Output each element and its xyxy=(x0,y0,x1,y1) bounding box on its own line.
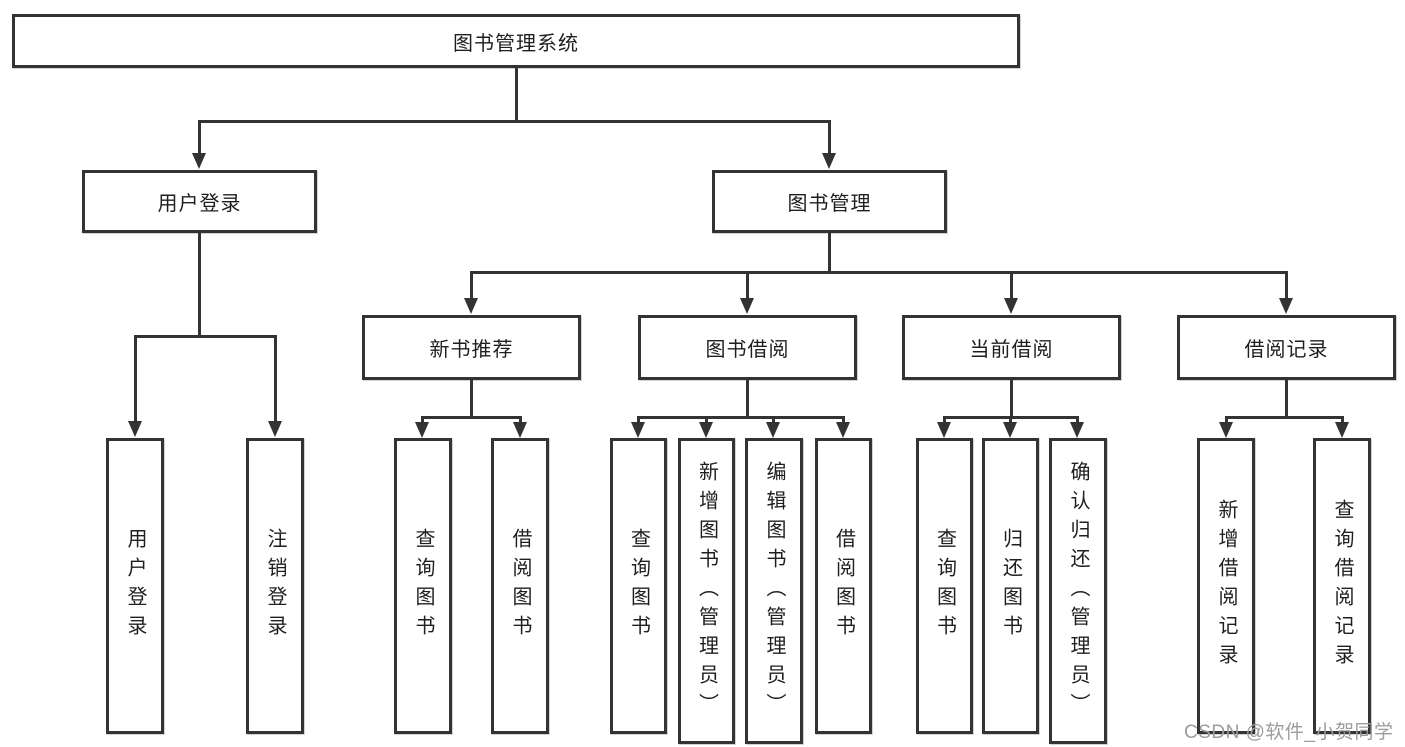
connector-to-leaf xyxy=(943,416,946,423)
connector-to-level3 xyxy=(470,271,473,298)
leaf-borrow-books-recommend: 借阅图书 xyxy=(491,438,549,734)
connector-to-level3 xyxy=(746,271,749,298)
leaf-edit-books-admin: 编辑图书（管理员） xyxy=(745,438,803,744)
connector-to-leaf xyxy=(772,416,775,423)
leaf-query-books-recommend: 查询图书 xyxy=(394,438,452,734)
connector-borrowing-stem xyxy=(746,380,749,416)
leaf-query-borrow-record: 查询借阅记录 xyxy=(1313,438,1371,734)
leaf-return-books: 归还图书 xyxy=(982,438,1039,734)
connector-to-leaf xyxy=(519,416,522,423)
connector-to-leaf xyxy=(1341,416,1344,423)
node-user-login: 用户登录 xyxy=(82,170,317,233)
leaf-label: 用户登录 xyxy=(124,528,146,644)
connector-current-stem xyxy=(1010,380,1013,416)
leaf-label: 查询图书 xyxy=(627,528,650,644)
leaf-label: 查询借阅记录 xyxy=(1331,499,1353,673)
leaf-user-login: 用户登录 xyxy=(106,438,164,734)
leaf-logout: 注销登录 xyxy=(246,438,304,734)
connector-to-leaf xyxy=(705,416,708,423)
connector-book-management-stem xyxy=(828,233,831,271)
arrow-down-icon xyxy=(415,422,429,438)
connector-to-leaf xyxy=(1009,416,1012,423)
arrow-down-icon xyxy=(513,422,527,438)
arrow-down-icon xyxy=(631,422,645,438)
leaf-label: 新增图书（管理员） xyxy=(695,460,718,722)
connector-recommend-stem xyxy=(470,380,473,416)
arrow-down-icon xyxy=(1070,422,1084,438)
node-borrowing-records: 借阅记录 xyxy=(1177,315,1396,380)
node-new-book-recommendation: 新书推荐 xyxy=(362,315,581,380)
arrow-down-icon xyxy=(192,153,206,169)
connector-borrowing-rail xyxy=(637,416,845,419)
connector-user-login-rail xyxy=(134,335,277,338)
node-library-management-system: 图书管理系统 xyxy=(12,14,1020,68)
connector-to-leaf xyxy=(1076,416,1079,423)
arrow-down-icon xyxy=(268,421,282,437)
connector-to-level3 xyxy=(1285,271,1288,298)
leaf-label: 借阅图书 xyxy=(509,528,531,644)
connector-root-rail xyxy=(198,120,831,123)
arrow-down-icon xyxy=(128,421,142,437)
leaf-confirm-return-admin: 确认归还（管理员） xyxy=(1049,438,1107,744)
leaf-label: 查询图书 xyxy=(412,528,434,644)
connector-root-stem xyxy=(515,68,518,120)
csdn-watermark: CSDN @软件_小贺同学 xyxy=(1184,722,1394,743)
leaf-label: 借阅图书 xyxy=(832,528,855,644)
connector-to-user-login xyxy=(198,120,201,154)
connector-to-leaf xyxy=(421,416,424,423)
connector-records-rail xyxy=(1225,416,1344,419)
arrow-down-icon xyxy=(699,422,713,438)
leaf-query-books-current: 查询图书 xyxy=(916,438,973,734)
connector-to-level3 xyxy=(1010,271,1013,298)
arrow-down-icon xyxy=(836,422,850,438)
connector-to-leaf xyxy=(842,416,845,423)
node-book-management: 图书管理 xyxy=(712,170,947,233)
arrow-down-icon xyxy=(1004,298,1018,314)
connector-to-leaf xyxy=(637,416,640,423)
connector-to-book-management xyxy=(828,120,831,154)
connector-recommend-rail xyxy=(421,416,522,419)
leaf-label: 注销登录 xyxy=(264,528,286,644)
connector-to-leaf xyxy=(274,335,277,421)
connector-user-login-stem xyxy=(198,233,201,335)
arrow-down-icon xyxy=(822,153,836,169)
node-current-borrowing: 当前借阅 xyxy=(902,315,1121,380)
arrow-down-icon xyxy=(1219,422,1233,438)
arrow-down-icon xyxy=(464,298,478,314)
leaf-add-books-admin: 新增图书（管理员） xyxy=(678,438,735,744)
arrow-down-icon xyxy=(1279,298,1293,314)
connector-records-stem xyxy=(1285,380,1288,416)
arrow-down-icon xyxy=(937,422,951,438)
leaf-label: 编辑图书（管理员） xyxy=(763,460,785,722)
node-book-borrowing: 图书借阅 xyxy=(638,315,857,380)
arrow-down-icon xyxy=(1335,422,1349,438)
leaf-label: 归还图书 xyxy=(999,528,1022,644)
leaf-query-books-borrowing: 查询图书 xyxy=(610,438,667,734)
connector-to-leaf xyxy=(134,335,137,421)
arrow-down-icon xyxy=(740,298,754,314)
arrow-down-icon xyxy=(1003,422,1017,438)
leaf-label: 查询图书 xyxy=(933,528,956,644)
connector-book-management-rail xyxy=(470,271,1288,274)
leaf-borrow-books: 借阅图书 xyxy=(815,438,872,734)
leaf-add-borrow-record: 新增借阅记录 xyxy=(1197,438,1255,734)
arrow-down-icon xyxy=(766,422,780,438)
connector-to-leaf xyxy=(1225,416,1228,423)
leaf-label: 新增借阅记录 xyxy=(1215,499,1237,673)
leaf-label: 确认归还（管理员） xyxy=(1067,460,1089,722)
